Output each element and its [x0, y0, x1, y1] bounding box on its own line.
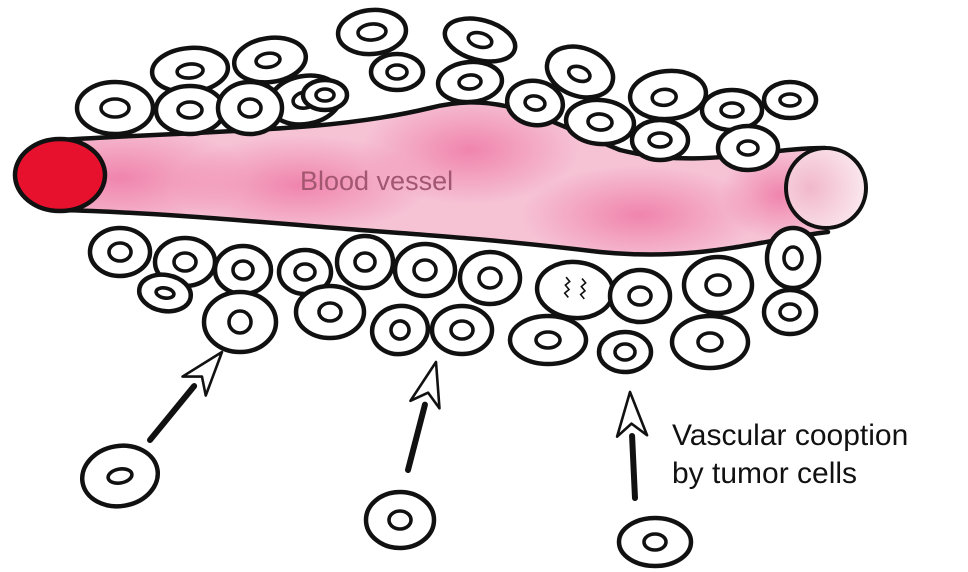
- tumor-cell: [672, 316, 748, 368]
- tumor-cell: [440, 11, 520, 68]
- cell-nucleus: [239, 99, 261, 117]
- cell-nucleus: [784, 247, 802, 269]
- cell-nucleus: [536, 332, 560, 348]
- tumor-cell: [460, 252, 520, 304]
- tumor-cell: [77, 82, 153, 134]
- tumor-cell: [718, 126, 778, 170]
- tumor-cell: [296, 286, 364, 338]
- arrow-shaft: [150, 386, 194, 440]
- tumor-cell: [366, 492, 434, 548]
- cell-nucleus: [319, 303, 341, 321]
- tumor-cell: [432, 306, 492, 354]
- caption-line-2: by tumor cells: [672, 457, 857, 490]
- cell-nucleus: [721, 103, 743, 117]
- caption-line-1: Vascular cooption: [672, 419, 908, 452]
- cell-nucleus: [587, 113, 612, 131]
- tumor-cell: [368, 302, 431, 359]
- tumor-cell: [628, 68, 708, 122]
- blood-vessel-label: Blood vessel: [300, 166, 453, 196]
- invading-tumor-cells: [77, 440, 691, 566]
- cell-nucleus: [101, 99, 129, 117]
- cell-nucleus: [414, 260, 436, 280]
- tumor-cell: [215, 246, 271, 294]
- tumor-cell: [371, 54, 423, 90]
- tumor-cell: [337, 236, 393, 288]
- vessel-far-end: [786, 148, 866, 228]
- tumor-cell: [632, 120, 688, 160]
- tumor-cell: [610, 270, 670, 322]
- cell-nucleus: [174, 253, 196, 271]
- migration-arrow: [408, 362, 439, 470]
- tumor-cell: [90, 228, 150, 276]
- tumor-cell: [764, 82, 816, 118]
- cell-nucleus: [155, 287, 174, 300]
- cell-nucleus: [177, 63, 204, 79]
- tumor-cell: [767, 228, 819, 288]
- cell-nucleus: [652, 88, 677, 106]
- hollow-arrowhead-icon: [617, 392, 647, 437]
- tumor-cell: [204, 292, 276, 352]
- hollow-arrowhead-icon: [410, 362, 439, 408]
- tumor-cell: [599, 332, 651, 372]
- cell-nucleus: [644, 534, 666, 550]
- cell-nucleus: [706, 275, 730, 295]
- cell-membrane: [535, 259, 616, 321]
- cell-nucleus: [178, 102, 202, 118]
- arrow-shaft: [632, 436, 635, 498]
- cell-nucleus: [357, 23, 386, 41]
- migration-arrow: [617, 392, 647, 498]
- tumor-cell: [684, 257, 752, 313]
- tumor-cell: [702, 90, 762, 130]
- tumor-cell: [619, 518, 691, 566]
- cell-nucleus: [390, 320, 411, 341]
- migration-arrow: [150, 352, 222, 440]
- cell-nucleus: [698, 333, 722, 351]
- arrow-shaft: [408, 405, 425, 470]
- cell-nucleus: [229, 311, 251, 333]
- cell-nucleus: [389, 511, 411, 529]
- cell-nucleus: [649, 133, 671, 147]
- cell-nucleus: [629, 287, 651, 305]
- cell-nucleus: [780, 304, 800, 320]
- cell-nucleus: [738, 141, 758, 155]
- cell-nucleus: [387, 65, 407, 79]
- cell-nucleus: [233, 261, 253, 279]
- cell-nucleus: [295, 264, 315, 280]
- cell-nucleus: [524, 94, 546, 111]
- cell-nucleus: [451, 321, 473, 339]
- cell-nucleus: [780, 94, 800, 106]
- tumor-cell: [77, 440, 162, 512]
- tumor-cell: [510, 316, 586, 364]
- cell-nucleus: [109, 243, 131, 261]
- cell-nucleus: [316, 89, 334, 101]
- tumor-cell: [303, 80, 347, 110]
- tumor-cell: [764, 290, 816, 334]
- tumor-cell: [535, 259, 616, 321]
- cell-nucleus: [458, 74, 481, 90]
- tumor-cell: [156, 86, 224, 134]
- cell-nucleus: [355, 253, 375, 271]
- cell-nucleus: [615, 344, 635, 360]
- tumor-cell: [218, 82, 282, 134]
- vessel-open-end: [15, 139, 105, 211]
- cell-nucleus: [479, 268, 501, 288]
- tumor-cell: [395, 244, 455, 296]
- tumor-cell: [436, 59, 503, 104]
- tumor-cell: [336, 7, 408, 57]
- migration-arrows: [150, 352, 647, 498]
